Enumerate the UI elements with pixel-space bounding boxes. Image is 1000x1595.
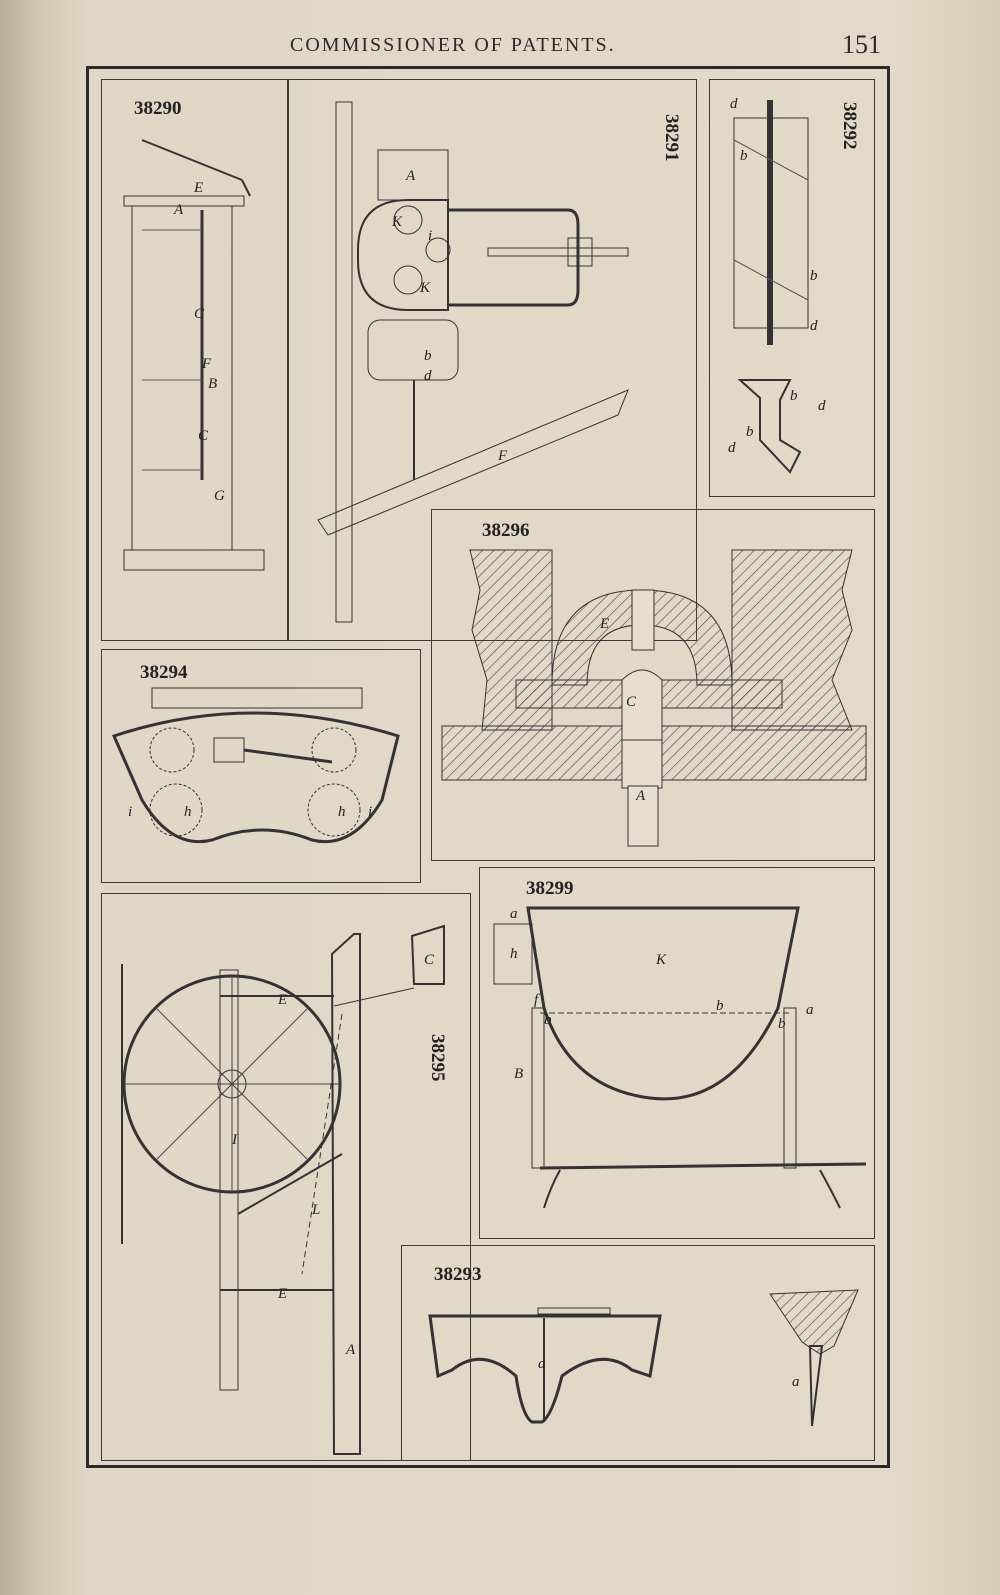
svg-text:f: f xyxy=(534,992,540,1008)
svg-text:G: G xyxy=(214,488,225,504)
svg-text:F: F xyxy=(497,448,508,464)
figure-38296-number: 38296 xyxy=(482,520,530,541)
svg-text:h: h xyxy=(338,804,346,820)
svg-text:d: d xyxy=(810,318,818,334)
svg-text:B: B xyxy=(208,376,217,392)
figure-38293-drawing: aa xyxy=(428,1289,859,1427)
svg-text:C: C xyxy=(198,428,209,444)
svg-text:b: b xyxy=(810,268,818,284)
svg-text:K: K xyxy=(655,952,667,968)
svg-text:i: i xyxy=(368,804,372,820)
svg-text:E: E xyxy=(599,616,609,632)
svg-text:d: d xyxy=(818,398,826,414)
svg-text:d: d xyxy=(424,368,432,384)
svg-text:C: C xyxy=(626,694,637,710)
svg-text:A: A xyxy=(405,168,416,184)
svg-text:A: A xyxy=(173,202,184,218)
page-number: 151 xyxy=(842,30,881,59)
svg-text:b: b xyxy=(544,1012,552,1028)
svg-text:a: a xyxy=(510,906,518,922)
svg-text:a: a xyxy=(806,1002,814,1018)
figure-38296-drawing: E C A xyxy=(441,549,867,847)
figure-38293-number: 38293 xyxy=(434,1264,482,1285)
svg-text:E: E xyxy=(193,180,203,196)
svg-text:h: h xyxy=(510,946,518,962)
svg-text:B: B xyxy=(514,1066,523,1082)
figure-38294-number: 38294 xyxy=(140,662,188,683)
svg-text:d: d xyxy=(728,440,736,456)
figure-38290-drawing: EA C F B C G xyxy=(123,139,265,571)
figure-38290-number: 38290 xyxy=(134,98,182,119)
svg-text:b: b xyxy=(790,388,798,404)
svg-text:K: K xyxy=(391,214,403,230)
svg-text:b: b xyxy=(778,1016,786,1032)
svg-text:C: C xyxy=(424,952,435,968)
svg-text:C: C xyxy=(194,306,205,322)
svg-text:E: E xyxy=(277,1286,287,1302)
svg-text:A: A xyxy=(635,788,646,804)
figure-38299-drawing: a h Kf b b b a B xyxy=(493,906,867,1209)
svg-text:F: F xyxy=(201,356,212,372)
svg-text:h: h xyxy=(184,804,192,820)
figure-38296: 38296 E C A xyxy=(431,509,875,861)
running-header: COMMISSIONER OF PATENTS. xyxy=(290,34,616,56)
figure-38299-number: 38299 xyxy=(526,878,574,899)
svg-text:I: I xyxy=(231,1132,238,1148)
svg-text:b: b xyxy=(740,148,748,164)
svg-text:d: d xyxy=(730,96,738,112)
figure-38291-drawing: AK iK bd F xyxy=(317,101,629,623)
svg-text:K: K xyxy=(419,280,431,296)
svg-text:a: a xyxy=(538,1356,546,1372)
svg-text:a: a xyxy=(792,1374,800,1390)
svg-text:E: E xyxy=(277,992,287,1008)
svg-text:i: i xyxy=(128,804,132,820)
figure-38292-drawing: db bd db bd xyxy=(728,96,826,474)
svg-text:i: i xyxy=(428,228,432,244)
svg-text:b: b xyxy=(424,348,432,364)
figure-38295-drawing: E C I L E A xyxy=(121,924,445,1455)
svg-text:L: L xyxy=(311,1202,320,1218)
svg-text:b: b xyxy=(746,424,754,440)
figure-38294: 38294 i h h i xyxy=(101,649,421,883)
svg-text:b: b xyxy=(716,998,724,1014)
svg-text:A: A xyxy=(345,1342,356,1358)
